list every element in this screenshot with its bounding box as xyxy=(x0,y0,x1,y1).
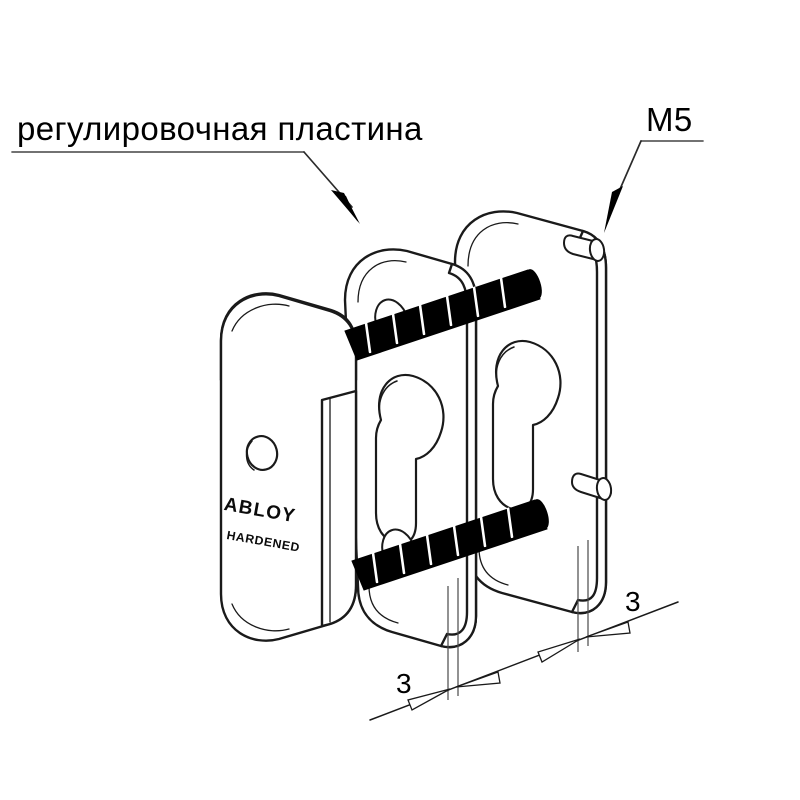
screw-lower-threads xyxy=(371,506,514,584)
adjusting-plate-inner-edge-top xyxy=(357,260,407,303)
m5-label-leader xyxy=(604,140,704,233)
dim-arrow-right-outer xyxy=(537,638,581,663)
front-plate-side-face xyxy=(320,389,358,628)
rear-plate-inner-edge-lower xyxy=(478,547,509,586)
screw-lower-shaft xyxy=(351,499,548,591)
rear-plate-keyhole xyxy=(491,339,562,512)
rear-plate-inner-edge xyxy=(467,222,519,267)
screw-upper-assembly xyxy=(344,269,542,361)
front-plate-highlight-bottom xyxy=(231,603,290,632)
adjusting-plate-inner-edge-bottom xyxy=(368,585,399,624)
dim-arrow-left-outer xyxy=(407,688,451,711)
front-plate-dimple xyxy=(245,435,279,471)
screw-upper-threads xyxy=(364,276,507,354)
screw-head-upper xyxy=(563,234,606,262)
m5-fastener-label: M5 xyxy=(646,101,693,138)
screw-upper-shaft xyxy=(344,269,541,361)
adjusting-plate-label: регулировочная пластина xyxy=(17,110,423,147)
plate-label-arrowhead-fill xyxy=(331,190,360,224)
dim-arrow-left-inner xyxy=(455,671,501,688)
front-plate-highlight-top xyxy=(231,303,290,332)
dimension-value-left: 3 xyxy=(396,668,412,699)
screw-lower-assembly xyxy=(351,499,549,591)
dim-arrow-right-inner xyxy=(585,621,631,638)
screw-head-lower xyxy=(571,472,613,501)
dimension-value-right: 3 xyxy=(625,586,641,617)
m5-leader-line xyxy=(616,140,642,197)
m5-arrowhead-fill xyxy=(604,186,623,233)
front-escutcheon-plate xyxy=(219,292,358,642)
adjusting-plate-keyhole xyxy=(374,373,445,546)
dimension-group xyxy=(369,540,679,721)
plate-label-leader xyxy=(11,151,360,224)
